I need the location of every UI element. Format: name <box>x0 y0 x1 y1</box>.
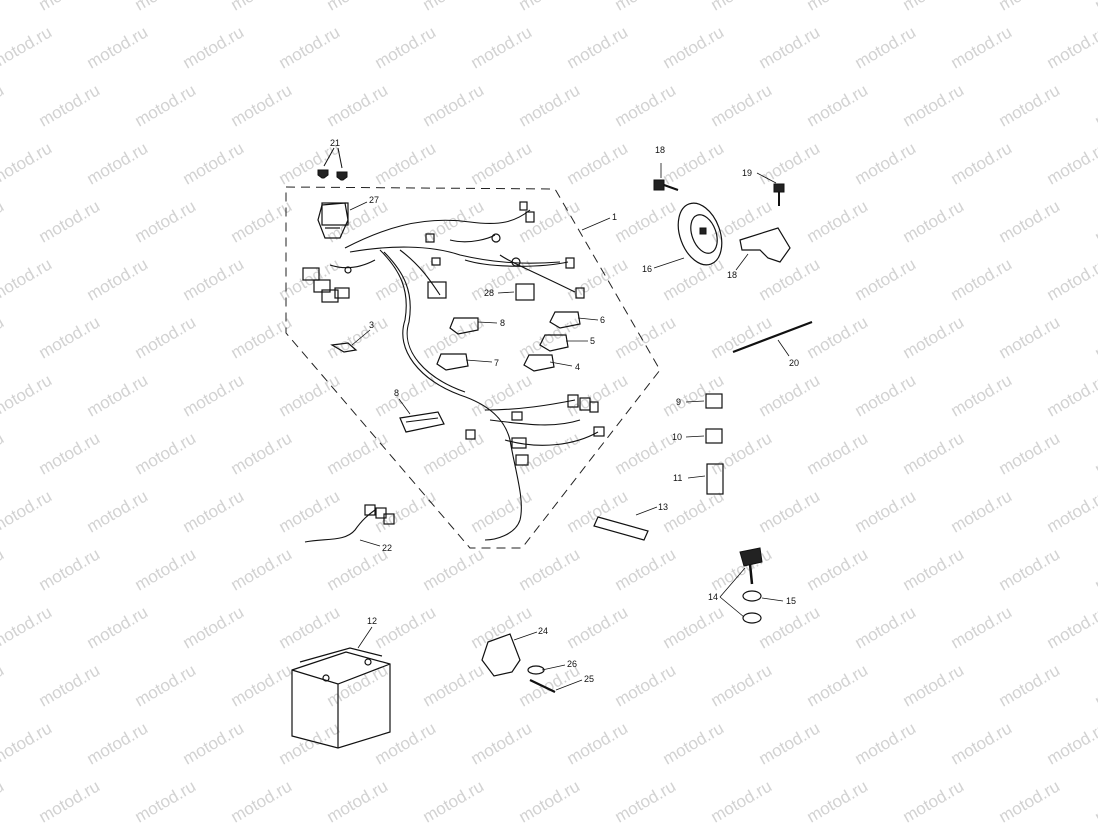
part-16-horn <box>677 202 723 266</box>
callout-19: 19 <box>742 168 752 178</box>
callout-21: 21 <box>330 138 340 148</box>
callout-26: 26 <box>567 659 577 669</box>
part-3-clip <box>330 342 358 353</box>
callout-1: 1 <box>612 212 617 222</box>
part-25-bolt <box>529 679 556 693</box>
part-15-washer <box>742 590 762 602</box>
callout-7: 7 <box>494 358 499 368</box>
callout-22: 22 <box>382 543 392 553</box>
wiring-harness <box>302 201 605 541</box>
callout-14: 14 <box>708 592 718 602</box>
callout-8-fuse: 8 <box>500 318 505 328</box>
callout-12: 12 <box>367 616 377 626</box>
fuse-blocks <box>436 311 581 372</box>
callout-20: 20 <box>789 358 799 368</box>
part-28-relay <box>515 283 535 301</box>
callout-6: 6 <box>600 315 605 325</box>
part-19-bolt <box>773 183 785 206</box>
callout-10: 10 <box>672 432 682 442</box>
part-10-relay <box>705 428 723 444</box>
callout-labels: 1 3 4 5 6 7 8 8 9 10 11 12 13 14 15 16 1… <box>330 138 799 684</box>
callout-18-bracket: 18 <box>727 270 737 280</box>
callout-25: 25 <box>584 674 594 684</box>
callout-3: 3 <box>369 320 374 330</box>
part-21-screws <box>317 147 348 181</box>
part-18-bracket <box>739 227 791 263</box>
part-9-relay <box>705 393 723 409</box>
part-20-cable-tie <box>732 320 813 354</box>
part-24-bracket <box>481 633 521 677</box>
callout-28: 28 <box>484 288 494 298</box>
callout-13: 13 <box>658 502 668 512</box>
leader-lines <box>349 163 790 691</box>
part-26-washer <box>527 665 545 675</box>
part-22-subharness <box>304 504 395 543</box>
callout-11: 11 <box>673 473 682 483</box>
part-27-connector <box>321 202 349 226</box>
part-18-bolt <box>653 179 679 191</box>
harness-kit-outline <box>285 186 661 549</box>
callout-9: 9 <box>676 397 681 407</box>
callout-5: 5 <box>590 336 595 346</box>
callout-18-bolt: 18 <box>655 145 665 155</box>
callout-16: 16 <box>642 264 652 274</box>
callout-8-housing: 8 <box>394 388 399 398</box>
part-8-connector-housing <box>399 411 445 433</box>
part-11-relay <box>706 463 724 495</box>
part-13-strap <box>593 516 649 541</box>
part-12-battery <box>291 647 391 749</box>
part-14-terminal-bolt <box>739 547 763 624</box>
callout-4: 4 <box>575 362 580 372</box>
callout-15: 15 <box>786 596 796 606</box>
callout-27: 27 <box>369 195 379 205</box>
callout-24: 24 <box>538 626 548 636</box>
